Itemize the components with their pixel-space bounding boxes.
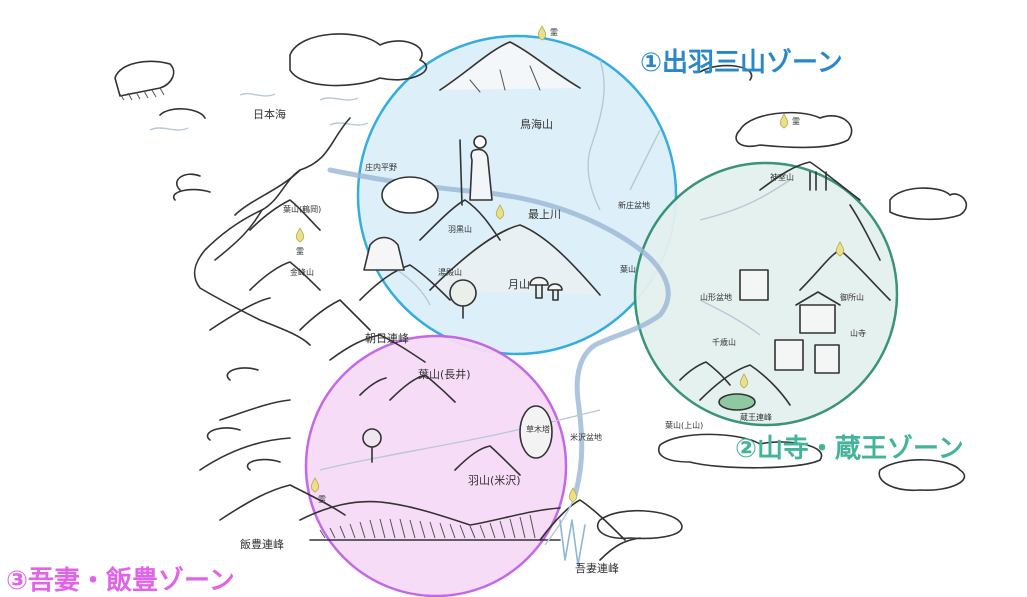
label-kamuro: 神室山 bbox=[770, 172, 794, 182]
label-hayama-nagai: 葉山(長井) bbox=[418, 367, 471, 381]
zone1-title: ①出羽三山ゾーン bbox=[640, 48, 843, 78]
spring-icons bbox=[295, 25, 845, 503]
label-mikado: 御所山 bbox=[840, 292, 864, 302]
label-haguro: 羽黒山 bbox=[448, 224, 472, 234]
coastline bbox=[193, 117, 351, 346]
spring-icon bbox=[495, 204, 505, 220]
spring-icon bbox=[779, 113, 789, 129]
mountains bbox=[199, 41, 891, 561]
label-spring-3: 霊 bbox=[296, 247, 304, 256]
label-asahi: 朝日連峰 bbox=[365, 331, 409, 345]
clouds bbox=[159, 33, 967, 540]
spring-icon bbox=[295, 227, 305, 243]
label-kinbo: 金峰山 bbox=[290, 267, 314, 277]
label-azuma: 吾妻連峰 bbox=[575, 561, 619, 575]
label-spring-4: 霊 bbox=[318, 495, 326, 504]
zone2-title: ②山寺・蔵王ゾーン bbox=[735, 434, 964, 464]
label-yudono: 湯殿山 bbox=[438, 267, 462, 277]
spring-icon bbox=[739, 373, 749, 389]
label-iide: 飯豊連峰 bbox=[240, 537, 284, 551]
iide-hatching bbox=[319, 514, 536, 539]
label-hayama-small: 葉山 bbox=[620, 264, 636, 274]
label-chokai: 鳥海山 bbox=[520, 117, 553, 131]
label-spring-2: 霊 bbox=[792, 117, 800, 126]
spring-icon bbox=[310, 477, 320, 493]
label-hayama-kaminoyama: 葉山(上山) bbox=[665, 420, 703, 430]
label-yamadera: 山寺 bbox=[850, 328, 866, 338]
sea-label: 日本海 bbox=[253, 107, 286, 121]
label-yonezawa: 米沢盆地 bbox=[570, 432, 602, 442]
spring-icon bbox=[568, 487, 578, 503]
island bbox=[114, 60, 175, 101]
label-shinjo: 新庄盆地 bbox=[618, 200, 650, 210]
label-hayama-yonezawa: 羽山(米沢) bbox=[468, 473, 521, 487]
label-stone: 草木塔 bbox=[526, 424, 550, 434]
label-gassan: 月山 bbox=[508, 278, 530, 291]
label-spring-1: 霊 bbox=[550, 28, 558, 37]
sea: 日本海 bbox=[149, 92, 369, 131]
spring-icon bbox=[537, 25, 547, 41]
spring-icon bbox=[835, 241, 845, 257]
label-yamagata-basin: 山形盆地 bbox=[700, 292, 732, 302]
label-shonai: 庄内平野 bbox=[365, 162, 397, 172]
label-mogami-river: 最上川 bbox=[528, 208, 561, 221]
place-labels: 鳥海山 庄内平野 最上川 月山 湯殿山 羽黒山 新庄盆地 神室山 山形盆地 山寺… bbox=[240, 28, 866, 575]
label-hayama-tsuruoka: 葉山(鶴岡) bbox=[283, 204, 321, 214]
decorations bbox=[362, 135, 841, 566]
label-zao: 蔵王連峰 bbox=[740, 412, 772, 422]
label-chitose: 千歳山 bbox=[712, 337, 736, 347]
zone3-circle bbox=[304, 334, 568, 597]
zone3-title: ③吾妻・飯豊ゾーン bbox=[6, 566, 235, 596]
